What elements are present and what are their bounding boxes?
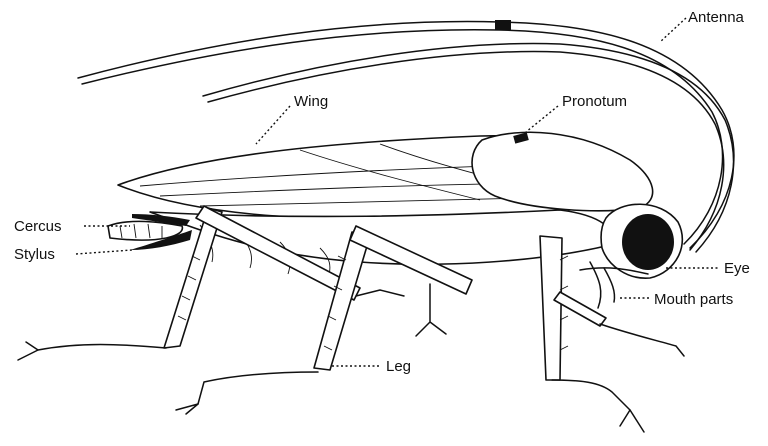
label-stylus: Stylus	[14, 246, 55, 263]
label-cercus: Cercus	[14, 218, 62, 235]
label-wing: Wing	[294, 93, 328, 110]
label-pronotum: Pronotum	[562, 93, 627, 110]
label-antenna: Antenna	[688, 9, 745, 26]
label-mouth-parts: Mouth parts	[654, 291, 733, 308]
eye-shape	[622, 214, 674, 270]
antenna-joint-mark	[495, 20, 511, 30]
cerci-drawing	[108, 214, 192, 250]
label-eye: Eye	[724, 260, 750, 277]
label-leg: Leg	[386, 358, 411, 375]
